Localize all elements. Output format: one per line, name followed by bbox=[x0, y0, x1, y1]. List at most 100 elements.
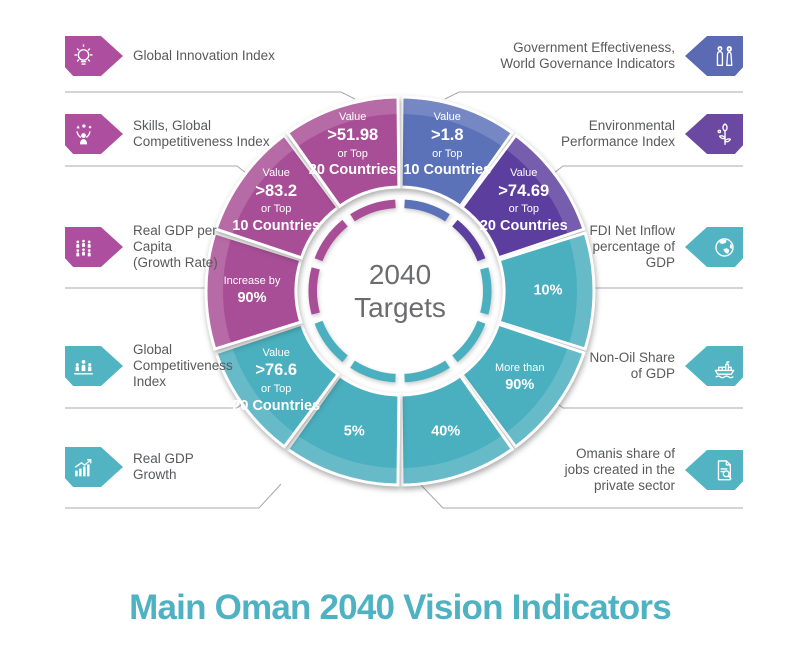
donut-segment bbox=[459, 133, 586, 260]
inner-ring-segment bbox=[480, 267, 492, 315]
inner-ring-segment bbox=[314, 320, 348, 363]
row-skills-global-competitiveness: Skills, Global Competitiveness Index bbox=[65, 114, 270, 154]
segment-label-line: Value bbox=[339, 111, 367, 124]
two-figures-icon bbox=[716, 45, 733, 66]
segment-label-line: 40% bbox=[431, 423, 461, 440]
gdp-per-capita-badge bbox=[65, 227, 123, 267]
inner-ring-segment bbox=[314, 219, 348, 262]
donut-segment bbox=[497, 231, 596, 351]
segment-label-line: >1.8 bbox=[430, 126, 464, 145]
segment-label-line: Value bbox=[433, 111, 461, 124]
segment-label-line: 10 Countries bbox=[403, 162, 492, 179]
segment-label-line: 90% bbox=[237, 289, 267, 306]
government-badge bbox=[685, 36, 743, 76]
donut-center-label: 2040 Targets bbox=[354, 258, 446, 324]
connector-line bbox=[419, 483, 743, 509]
segment-label-line: >74.69 bbox=[498, 181, 550, 200]
indicator-label: Skills, Global Competitiveness Index bbox=[133, 118, 270, 149]
segment-label-line: Increase by bbox=[223, 275, 281, 288]
segment-label: Value >51.98 or Top 20 Countries bbox=[309, 111, 397, 181]
growth-chart-icon bbox=[75, 458, 92, 476]
indicator-label: Global Innovation Index bbox=[133, 48, 275, 64]
segment-label-line: or Top bbox=[508, 203, 539, 216]
donut-segment bbox=[399, 373, 515, 487]
indicator-label: Global Competitiveness Index bbox=[133, 342, 233, 389]
plant-icon bbox=[717, 122, 732, 145]
jobs-badge bbox=[685, 450, 743, 490]
inner-ring-segment bbox=[452, 320, 486, 363]
row-non-oil-share: Non-Oil Share of GDP bbox=[589, 346, 743, 386]
row-global-competitiveness-index: Global Competitiveness Index bbox=[65, 342, 233, 389]
donut-segment bbox=[399, 95, 515, 209]
cargo-ship-icon bbox=[714, 360, 735, 378]
page-title: Main Oman 2040 Vision Indicators bbox=[129, 588, 672, 627]
row-real-gdp-growth: Real GDP Growth bbox=[65, 447, 194, 487]
segment-label: 40% bbox=[431, 422, 460, 441]
people-podium-icon bbox=[73, 359, 94, 374]
document-search-icon bbox=[717, 459, 732, 480]
indicator-label: Government Effectiveness, World Governan… bbox=[500, 40, 675, 71]
segment-label-line: or Top bbox=[261, 383, 292, 396]
segment-label-line: >76.6 bbox=[255, 361, 298, 380]
connector-line bbox=[444, 91, 743, 100]
row-government-effectiveness: Government Effectiveness, World Governan… bbox=[500, 36, 743, 76]
indicator-label: Non-Oil Share of GDP bbox=[589, 350, 675, 381]
donut-segment bbox=[285, 95, 401, 209]
segment-label: 10% bbox=[533, 281, 562, 300]
row-fdi-net-inflow: FDI Net Inflow percentage of GDP bbox=[589, 223, 743, 270]
inner-ring-segment bbox=[350, 360, 396, 383]
row-real-gdp-per-capita: Real GDP per Capita (Growth Rate) bbox=[65, 223, 218, 270]
donut-segment bbox=[214, 322, 341, 449]
segment-label-line: More than bbox=[494, 362, 545, 375]
people-group-icon bbox=[76, 239, 91, 256]
donut-segment bbox=[214, 133, 341, 260]
indicator-label: Real GDP per Capita (Growth Rate) bbox=[133, 223, 218, 270]
segment-label-line: or Top bbox=[432, 147, 463, 160]
inner-ring-segment bbox=[308, 267, 320, 315]
environment-badge bbox=[685, 114, 743, 154]
segment-label-line: 20 Countries bbox=[479, 217, 568, 234]
segment-label: 5% bbox=[344, 422, 365, 441]
indicator-label: Real GDP Growth bbox=[133, 451, 194, 482]
gdp-growth-badge bbox=[65, 447, 123, 487]
segment-label-line: Value bbox=[262, 167, 290, 180]
indicator-label: Omanis share of jobs created in the priv… bbox=[564, 446, 675, 493]
segment-label-line: or Top bbox=[337, 147, 368, 160]
row-omanis-jobs-share: Omanis share of jobs created in the priv… bbox=[565, 446, 743, 493]
center-year: 2040 bbox=[368, 258, 432, 290]
segment-label-line: 90% bbox=[505, 376, 535, 393]
donut-segment bbox=[285, 373, 401, 487]
segment-label-line: 20 Countries bbox=[232, 397, 321, 414]
juggler-icon bbox=[76, 123, 92, 144]
row-environmental-performance: Environmental Performance Index bbox=[561, 114, 743, 154]
indicator-label: Environmental Performance Index bbox=[560, 118, 675, 149]
competitiveness-badge bbox=[65, 346, 123, 386]
inner-ring-segment bbox=[350, 199, 396, 222]
segment-label-line: >83.2 bbox=[255, 181, 298, 200]
inner-ring-segment bbox=[404, 360, 450, 383]
segment-label-line: >51.98 bbox=[327, 126, 379, 145]
donut-svg bbox=[204, 95, 596, 487]
donut-segment bbox=[459, 322, 586, 449]
segment-label: Value >1.8 or Top 10 Countries bbox=[403, 111, 491, 181]
segment-label-line: 20 Countries bbox=[308, 162, 397, 179]
fdi-badge bbox=[685, 227, 743, 267]
donut-segment bbox=[204, 231, 303, 351]
indicator-label: FDI Net Inflow percentage of GDP bbox=[589, 223, 675, 270]
segment-label-line: 5% bbox=[343, 423, 365, 440]
segment-label-line: Value bbox=[510, 167, 538, 180]
segment-label-line: 10% bbox=[533, 282, 563, 299]
center-word: Targets bbox=[354, 292, 446, 323]
inner-ring-segment bbox=[452, 219, 486, 262]
segment-label-line: Value bbox=[262, 346, 290, 359]
global-innovation-badge bbox=[65, 36, 123, 76]
connector-line bbox=[65, 483, 282, 509]
row-global-innovation-index: Global Innovation Index bbox=[65, 36, 275, 76]
lightbulb-icon bbox=[74, 43, 93, 65]
